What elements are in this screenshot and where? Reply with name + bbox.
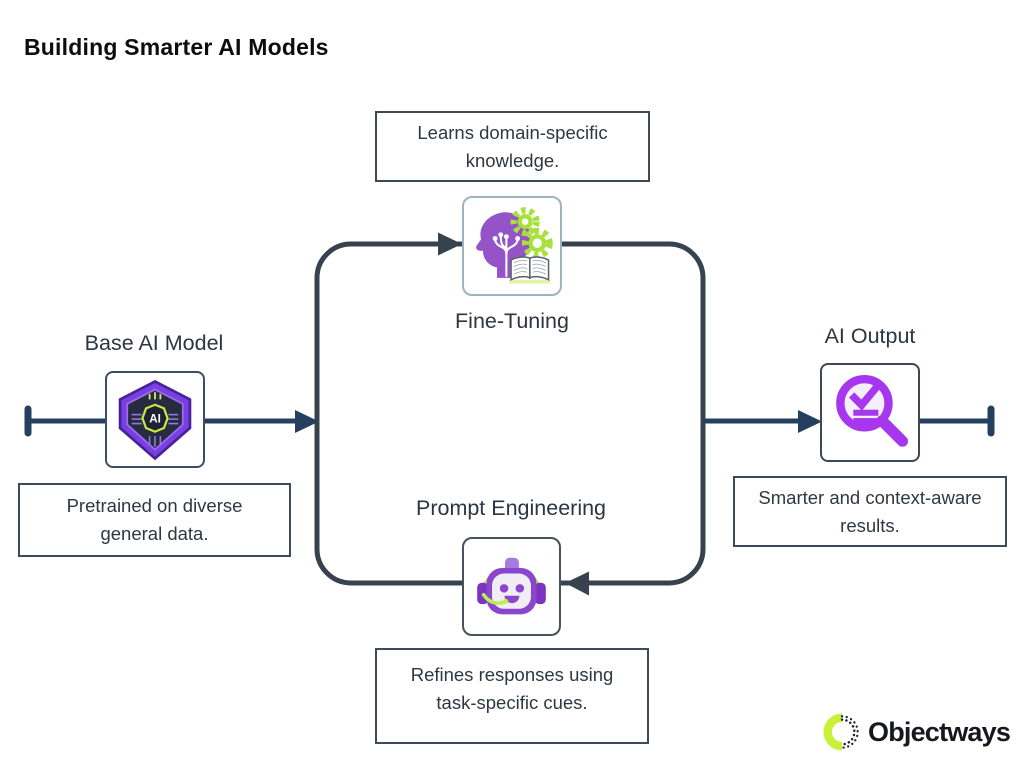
label-ai-output: AI Output <box>824 324 916 348</box>
base-model-icon-box: AI <box>105 371 205 468</box>
note-base-model: Pretrained on diverse general data. <box>18 483 291 557</box>
note-prompt-engineering-text: Refines responses using task-specific cu… <box>410 664 614 713</box>
ai-shield-icon: AI <box>118 379 192 460</box>
fine-tuning-icon-box <box>462 196 562 296</box>
note-base-model-text: Pretrained on diverse general data. <box>66 495 243 544</box>
logo-wordmark: Objectways <box>868 716 1011 747</box>
note-ai-output: Smarter and context-aware results. <box>733 476 1007 547</box>
arrow-to-fine-tuning <box>438 232 462 256</box>
arrow-into-loop <box>295 410 319 433</box>
label-prompt-engineering: Prompt Engineering <box>415 496 607 520</box>
ai-output-icon-box <box>820 363 920 462</box>
note-fine-tuning-text: Learns domain-specific knowledge. <box>417 121 608 171</box>
note-ai-output-text: Smarter and context-aware results. <box>758 486 982 536</box>
arrow-to-prompt-engineering <box>565 571 589 596</box>
svg-text:AI: AI <box>149 412 161 425</box>
label-fine-tuning: Fine-Tuning <box>455 309 569 333</box>
note-prompt-engineering: Refines responses using task-specific cu… <box>375 648 649 744</box>
robot-headset-icon <box>477 557 546 615</box>
page-title: Building Smarter AI Models <box>24 34 329 60</box>
arrow-into-output <box>798 410 822 433</box>
objectways-logo: Objectways <box>823 713 1011 751</box>
head-gears-book-icon <box>476 207 553 284</box>
ring-with-dots-mark-icon <box>823 713 859 751</box>
label-base-model: Base AI Model <box>84 331 224 355</box>
note-fine-tuning: Learns domain-specific knowledge. <box>375 111 650 182</box>
prompt-engineering-icon-box <box>462 537 561 636</box>
magnifier-check-icon <box>836 374 909 447</box>
